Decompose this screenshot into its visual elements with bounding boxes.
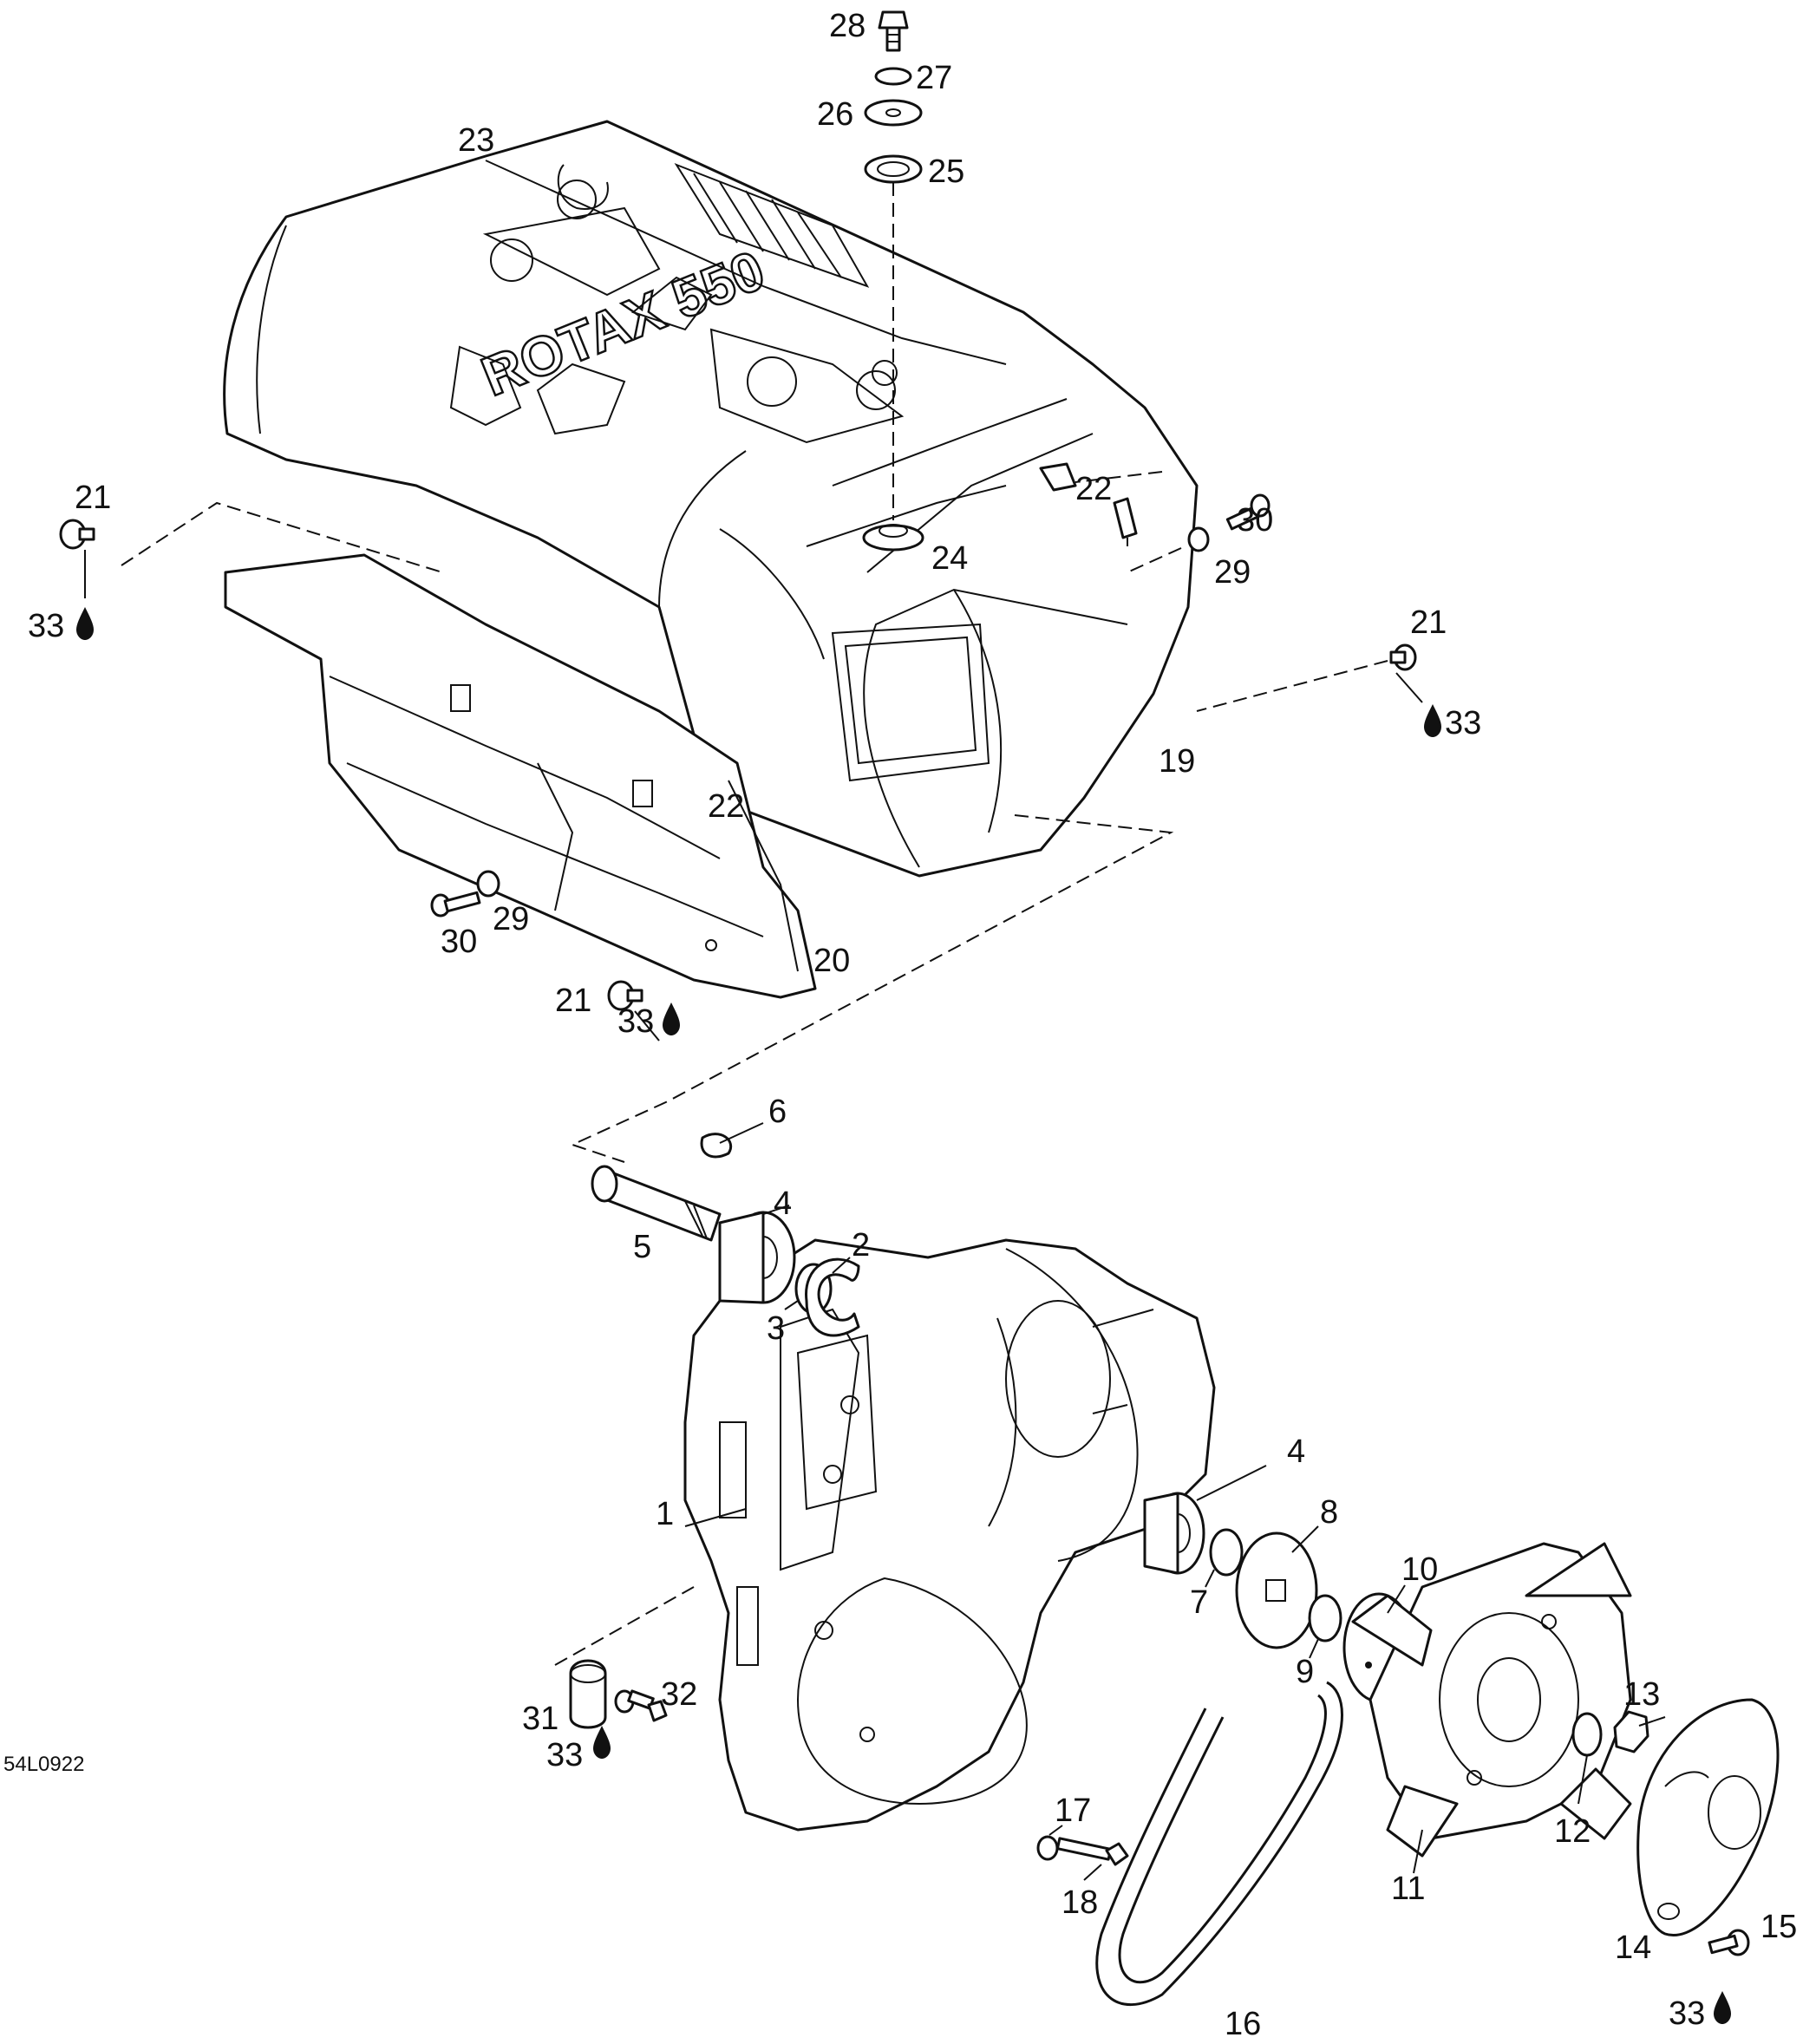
callout-20: 20 — [813, 943, 850, 979]
callout-16: 16 — [1225, 2006, 1261, 2042]
callout-13: 13 — [1623, 1676, 1660, 1713]
nut-13 — [1613, 1710, 1649, 1753]
fan-housing-lower-1 — [683, 1238, 1216, 1832]
callout-6: 6 — [768, 1094, 787, 1130]
callout-10: 10 — [1401, 1551, 1438, 1588]
clip-22-side — [1113, 497, 1138, 539]
callout-19: 19 — [1159, 743, 1195, 780]
oil-drop-icon — [1714, 1991, 1731, 2024]
leader-lines — [84, 538, 1666, 1881]
callout-11: 11 — [1391, 1871, 1425, 1907]
washer-29-upper — [1187, 526, 1210, 552]
spacer-7 — [1209, 1528, 1244, 1577]
callout-23: 23 — [458, 122, 494, 159]
bushing-31 — [569, 1659, 607, 1729]
callout-17: 17 — [1055, 1793, 1091, 1829]
screw-30-lower — [430, 891, 481, 918]
callout-3: 3 — [767, 1310, 785, 1347]
callout-2: 2 — [852, 1227, 870, 1264]
callout-27: 27 — [916, 60, 952, 96]
fan-11 — [1351, 1542, 1632, 1858]
screw-21-lower — [607, 980, 643, 1011]
spacer-25 — [864, 154, 923, 184]
callout-25: 25 — [928, 153, 964, 190]
callout-33-lower: 33 — [617, 1003, 654, 1040]
callout-21-lower: 21 — [555, 983, 591, 1019]
callout-4-shaft: 4 — [774, 1185, 792, 1222]
callout-29-lower: 29 — [493, 901, 529, 937]
callout-22-lower: 22 — [708, 788, 744, 825]
callout-22-upper: 22 — [1075, 471, 1112, 507]
callout-1: 1 — [656, 1496, 674, 1532]
oil-drop-icon — [593, 1726, 611, 1759]
callout-33-bushing: 33 — [546, 1737, 583, 1773]
fan-housing-upper — [223, 120, 1199, 878]
callout-labels: 28 27 26 25 23 21 33 22 30 24 29 21 33 1… — [28, 8, 1797, 2042]
screw-15 — [1708, 1929, 1750, 1956]
callout-28: 28 — [829, 8, 866, 44]
oil-drop-icon — [663, 1002, 680, 1035]
callout-24: 24 — [931, 540, 968, 577]
back-plate-20 — [224, 553, 817, 999]
oil-drop-icons — [76, 607, 1731, 2024]
shaft-5 — [591, 1165, 722, 1242]
callout-4-pulley: 4 — [1287, 1433, 1305, 1470]
bearing-4-shaft — [718, 1211, 796, 1304]
callout-21-right: 21 — [1410, 604, 1447, 641]
screw-21-right — [1389, 643, 1417, 671]
clip-22-upper — [1039, 462, 1077, 492]
callout-30-lower: 30 — [441, 924, 477, 960]
screw-30-upper — [1225, 493, 1271, 531]
callout-32: 32 — [661, 1676, 697, 1713]
callout-15: 15 — [1760, 1909, 1797, 1945]
key-6 — [700, 1133, 733, 1159]
callout-29-upper: 29 — [1214, 554, 1251, 591]
washer-27 — [874, 67, 912, 86]
callout-8: 8 — [1320, 1494, 1338, 1531]
oil-drop-icon — [76, 607, 94, 640]
cover-14 — [1636, 1698, 1780, 1936]
pulley-half-8 — [1235, 1531, 1318, 1649]
washer-26 — [864, 99, 923, 127]
callout-30-upper: 30 — [1237, 502, 1273, 539]
callout-26: 26 — [817, 96, 853, 133]
callout-12: 12 — [1554, 1813, 1591, 1850]
oil-drop-icon — [1424, 704, 1441, 737]
callout-5: 5 — [633, 1229, 651, 1265]
callout-14: 14 — [1615, 1930, 1651, 1966]
washer-12 — [1571, 1712, 1603, 1757]
spacer-9 — [1308, 1594, 1342, 1642]
callout-33-left: 33 — [28, 608, 64, 644]
circlip-2 — [805, 1257, 860, 1337]
callout-31: 31 — [522, 1701, 559, 1737]
washer-17 — [1036, 1835, 1059, 1861]
screw-32 — [614, 1689, 668, 1722]
bearing-4-pulley — [1143, 1492, 1205, 1575]
washer-29-lower — [476, 870, 500, 898]
screw-21-left — [59, 519, 95, 550]
screw-18 — [1055, 1837, 1129, 1866]
bolt-28 — [878, 10, 909, 52]
callout-21-left: 21 — [75, 480, 111, 516]
reference-code: 54L0922 — [3, 1753, 84, 1776]
callout-9: 9 — [1296, 1654, 1314, 1690]
callout-18: 18 — [1062, 1884, 1098, 1921]
callout-33-cover: 33 — [1669, 1995, 1705, 2032]
belt-16 — [1095, 1681, 1343, 2006]
callout-7: 7 — [1190, 1584, 1208, 1621]
callout-33-right: 33 — [1445, 705, 1481, 741]
